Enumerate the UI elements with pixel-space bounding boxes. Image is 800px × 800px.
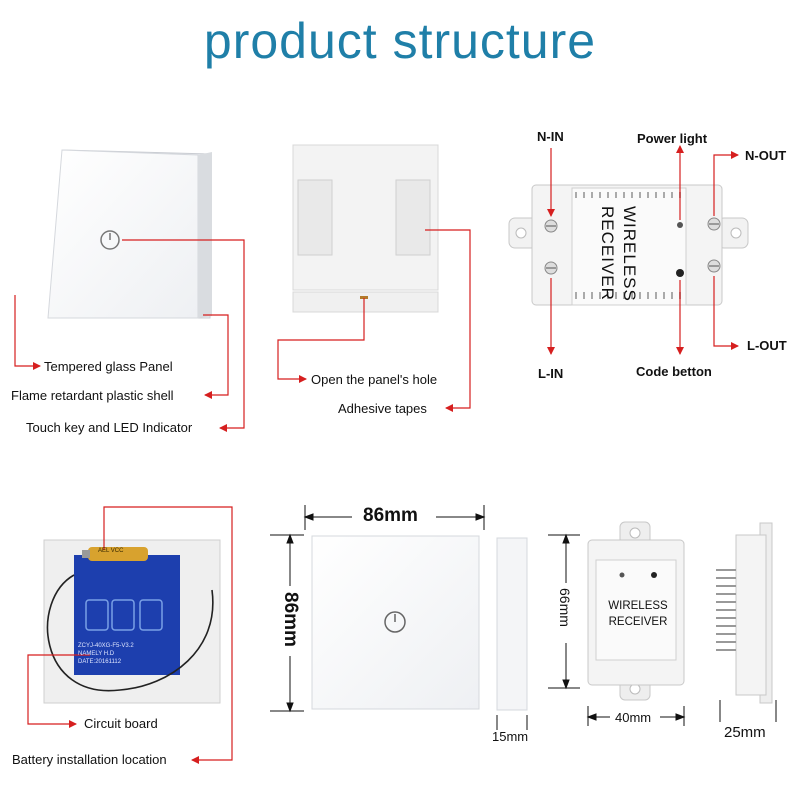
dim-receiver-width: 40mm	[615, 710, 652, 725]
power-touch-icon	[384, 611, 406, 633]
label-power-light: Power light	[637, 131, 708, 146]
board-print-line3: DATE:20161112	[78, 659, 122, 665]
label-touch-key: Touch key and LED Indicator	[26, 420, 193, 435]
label-circuit-board: Circuit board	[84, 716, 158, 731]
panel-hole	[360, 296, 368, 299]
board-print-line1: ZCYJ-40XG-F5-V3.2	[78, 643, 134, 649]
board-print: ZCYJ-40XG-F5-V3.2 NAMELY H.D DATE:201611…	[78, 642, 134, 666]
receiver-top	[508, 184, 749, 306]
circuit-board-view	[43, 539, 221, 704]
battery	[88, 547, 148, 561]
power-touch-icon	[100, 230, 120, 250]
receiver-label-front: WIRELESS RECEIVER	[600, 598, 676, 630]
panel-front-view	[311, 535, 480, 710]
code-button	[676, 269, 684, 277]
pointer-lines	[14, 145, 739, 764]
label-tempered-glass: Tempered glass Panel	[44, 359, 173, 374]
label-l-in: L-IN	[538, 366, 564, 381]
dimension-lines	[270, 505, 777, 730]
dim-receiver-height: 66mm	[557, 588, 573, 627]
receiver-side-view	[716, 522, 773, 704]
receiver-line2: RECEIVER	[598, 206, 617, 301]
label-adhesive: Adhesive tapes	[338, 401, 427, 416]
page-title: product structure	[203, 13, 597, 69]
receiver-label-top: WIRELESS RECEIVER	[596, 206, 640, 302]
label-l-out: L-OUT	[747, 338, 787, 353]
board-print-line2: NAMELY H.D	[78, 651, 115, 657]
receiver-line1: WIRELESS	[608, 600, 668, 612]
label-flame-shell: Flame retardant plastic shell	[11, 388, 174, 403]
label-code-button: Code betton	[636, 364, 712, 379]
panel-back	[292, 144, 439, 313]
label-n-out: N-OUT	[745, 148, 787, 163]
panel-side-view	[496, 537, 528, 711]
adhesive-tape-left	[297, 179, 333, 256]
receiver-front-view	[587, 521, 685, 701]
dim-panel-depth: 15mm	[492, 729, 529, 744]
label-n-in: N-IN	[537, 129, 564, 144]
battery-print: AEL VCC	[98, 548, 124, 554]
receiver-line1: WIRELESS	[620, 206, 639, 302]
glass-panel-front	[47, 149, 212, 319]
receiver-line2: RECEIVER	[608, 616, 668, 628]
dim-width: 86mm	[363, 505, 418, 526]
dim-receiver-depth: 25mm	[724, 724, 766, 741]
dim-height: 86mm	[280, 592, 301, 647]
label-panel-hole: Open the panel's hole	[311, 372, 438, 387]
label-battery: Battery installation location	[12, 752, 167, 767]
adhesive-tape-right	[395, 179, 431, 256]
power-light-led	[677, 222, 683, 228]
antenna-wire	[46, 574, 214, 692]
